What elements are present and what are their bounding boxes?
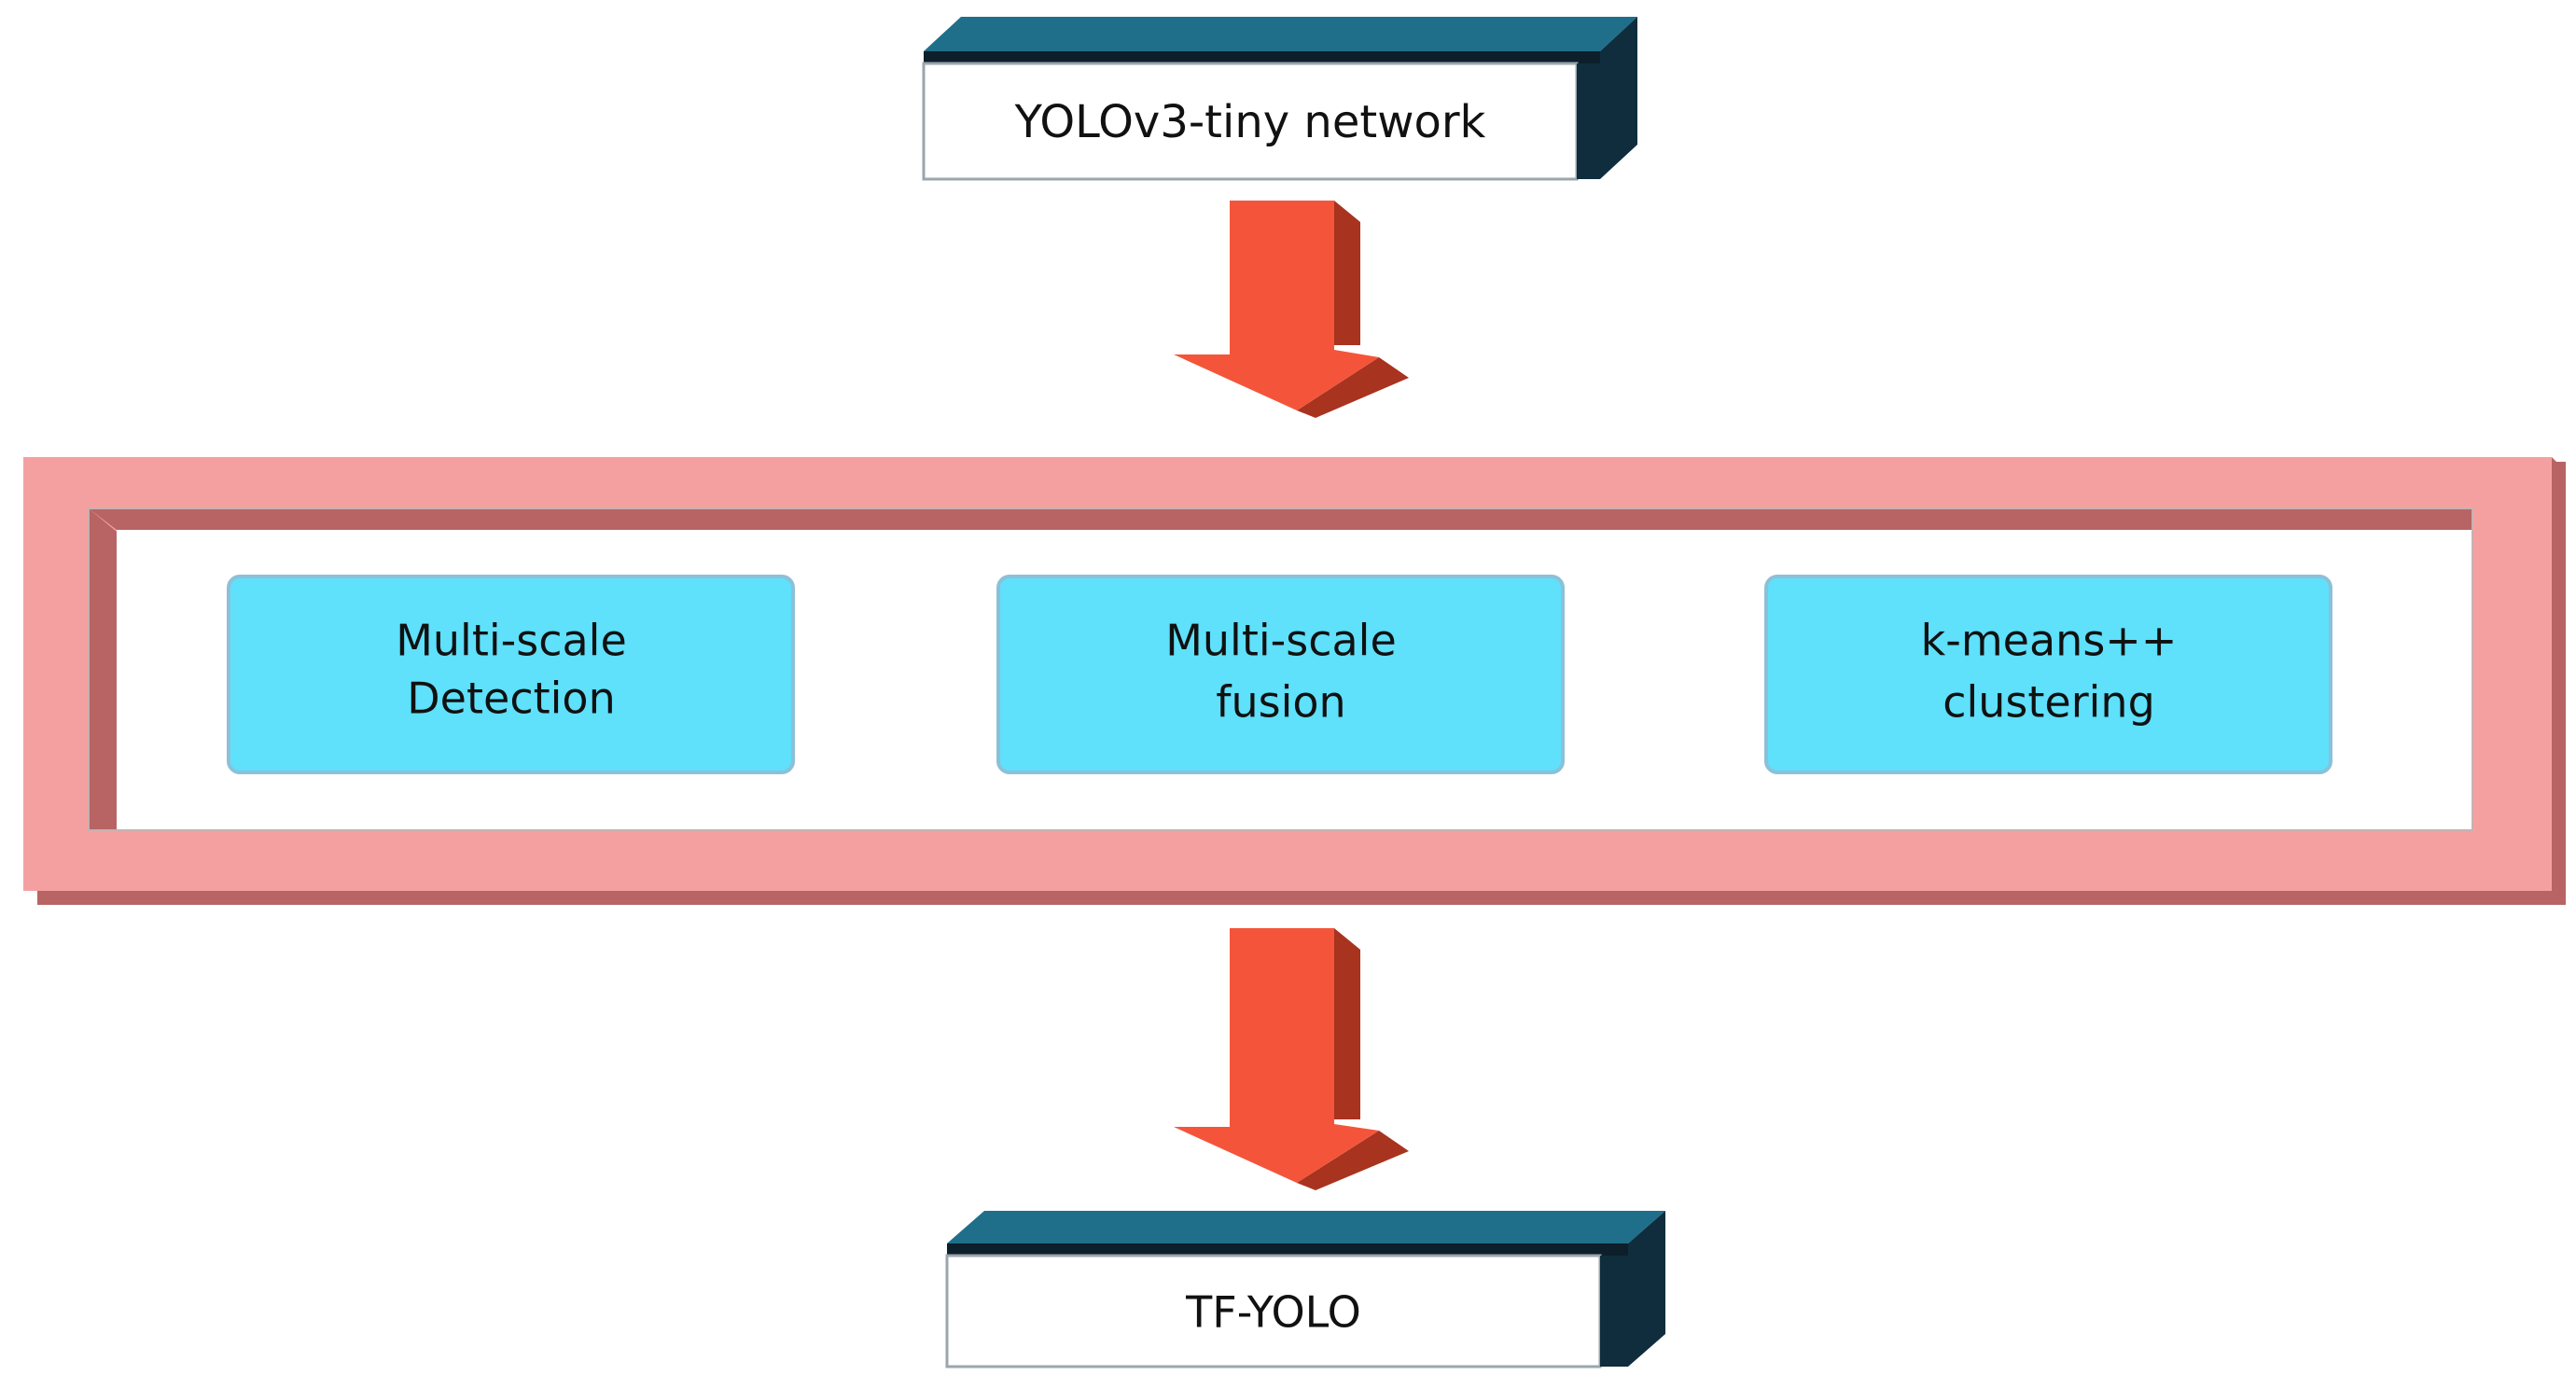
arrow-1-side [1334,201,1360,345]
arrow-1-front [1174,201,1379,410]
frame-shadow-right [2552,462,2566,905]
arrow-down-2 [1174,928,1409,1190]
frame-shadow-bottom [37,891,2566,905]
arrow-2-side [1334,928,1360,1119]
module-multi-scale-detection: Multi-scale Detection [227,575,795,774]
bottom-box-right-dark [1600,1256,1628,1367]
module-box [1764,575,2332,774]
module-label-line1: Multi-scale [396,616,627,666]
arrow-2-head-side [1297,1131,1409,1190]
bottom-box: TF-YOLO [945,1211,1665,1368]
top-box-front-face [922,62,1579,181]
bottom-box-front-face [945,1254,1602,1368]
bottom-box-top-face [947,1211,1665,1243]
module-label-line2: fusion [1216,677,1345,728]
module-label-line2: Detection [407,674,615,724]
bottom-box-edge-shadow [947,1243,1628,1257]
bottom-box-label: TF-YOLO [1185,1287,1361,1338]
top-box-right-dark [1577,63,1600,179]
top-box-top-face [924,17,1637,51]
module-kmeans-clustering: k-means++ clustering [1764,575,2332,774]
frame-inner-bevel-top [89,508,2472,530]
frame-inner-bevel-left [89,508,117,830]
module-label-line1: k-means++ [1921,616,2178,666]
bottom-box-side-face [1628,1211,1665,1367]
top-box: YOLOv3-tiny network [922,17,1637,181]
module-box [227,575,795,774]
module-label-line2: clustering [1942,677,2155,728]
arrow-down-1 [1174,201,1409,418]
module-label-line1: Multi-scale [1165,616,1397,666]
top-box-label: YOLOv3-tiny network [1014,96,1486,148]
top-box-side-face [1600,17,1637,179]
top-box-edge-shadow [924,51,1600,65]
module-multi-scale-fusion: Multi-scale fusion [996,575,1565,774]
frame-inner-outline [88,507,2473,831]
arrow-2-front [1174,928,1379,1183]
module-box [996,575,1565,774]
arrow-1-head-side [1297,357,1409,418]
module-frame: Multi-scale Detection Multi-scale fusion… [23,457,2566,905]
